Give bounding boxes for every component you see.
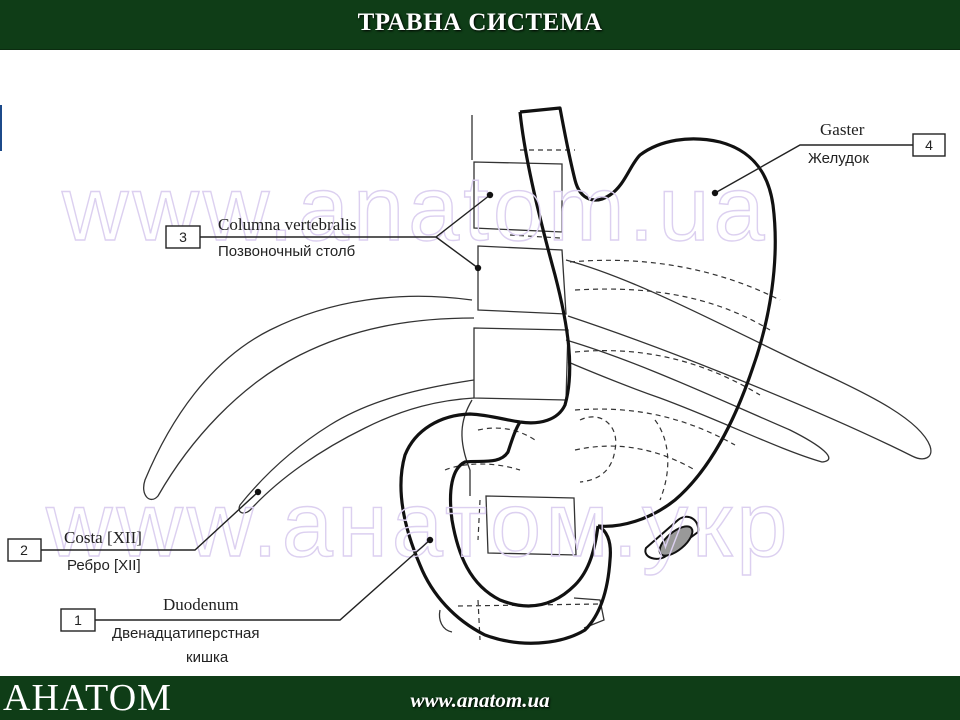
label-4: 4 Gaster Желудок bbox=[808, 120, 946, 167]
latin-columna-vertebralis: Columna vertebralis bbox=[218, 215, 356, 234]
site-url[interactable]: www.anatom.ua bbox=[410, 688, 550, 712]
header-bar: ТРАВНА СИСТЕМА bbox=[0, 0, 960, 50]
number-box-4 bbox=[912, 133, 946, 157]
label-3: 3 Columna vertebralis Позвоночный столб bbox=[165, 215, 356, 260]
watermark-2: www.анатом.укр bbox=[45, 474, 791, 576]
latin-costa: Costa [XII] bbox=[64, 528, 142, 547]
russian-rebro: Ребро [XII] bbox=[67, 557, 141, 574]
number-2: 2 bbox=[20, 542, 28, 558]
russian-zheludok: Желудок bbox=[808, 150, 869, 167]
page-title: ТРАВНА СИСТЕМА bbox=[357, 9, 603, 36]
hidden-contours bbox=[444, 149, 781, 641]
number-box-2 bbox=[7, 538, 42, 562]
number-3: 3 bbox=[179, 229, 187, 245]
label-2: 2 Costa [XII] Ребро [XII] bbox=[7, 528, 142, 574]
stomach-duodenum bbox=[399, 106, 777, 645]
latin-duodenum: Duodenum bbox=[163, 595, 239, 614]
russian-dvenadtsatiperstnaya: Двенадцатиперстная bbox=[112, 625, 259, 642]
anatomy-diagram: www.anatom.ua www.анатом.укр 3 Colum bbox=[7, 106, 946, 666]
brand-logo: АНАТОМ bbox=[3, 677, 172, 719]
number-box-1 bbox=[60, 608, 96, 632]
intestine-stub bbox=[644, 515, 700, 560]
ribs bbox=[143, 259, 932, 514]
left-accent-bar bbox=[0, 105, 2, 151]
footer-bar: АНАТОМ www.anatom.ua bbox=[0, 676, 960, 720]
latin-gaster: Gaster bbox=[820, 120, 865, 139]
russian-pozvonochnyi-stolb: Позвоночный столб bbox=[218, 243, 355, 260]
leader-dots bbox=[254, 189, 719, 544]
label-1: 1 Duodenum Двенадцатиперстная кишка bbox=[60, 595, 259, 666]
diagram-panel: www.anatom.ua www.анатом.укр 3 Colum bbox=[0, 50, 960, 676]
leader-lines bbox=[41, 144, 913, 621]
number-box-3 bbox=[165, 225, 201, 249]
number-1: 1 bbox=[74, 612, 82, 628]
russian-kishka: кишка bbox=[186, 649, 229, 666]
number-4: 4 bbox=[925, 137, 933, 153]
